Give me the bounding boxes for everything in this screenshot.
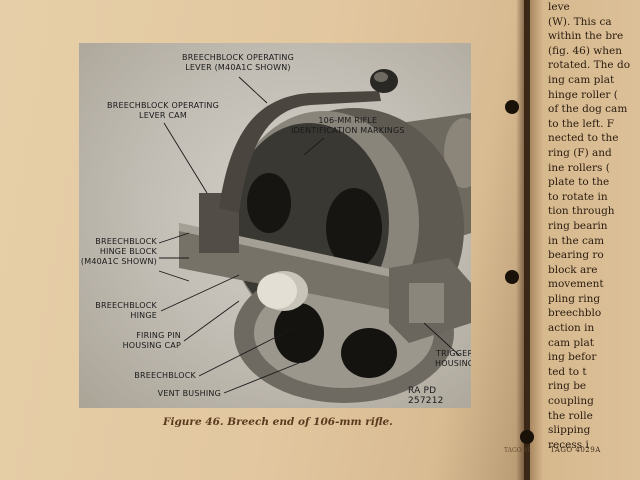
text-line: (W). This ca xyxy=(548,15,612,28)
right-page xyxy=(530,0,640,480)
text-line: recess i xyxy=(548,438,589,451)
text-line: coupling xyxy=(548,395,594,408)
rifle-breech-photo: BREECHBLOCK OPERATING LEVER (M40A1C SHOW… xyxy=(79,43,471,408)
text-line: to the left. F xyxy=(548,117,615,130)
rifle-breech-illustration xyxy=(158,69,471,403)
text-line: breechblo xyxy=(548,307,602,320)
text-line: ring (F) and xyxy=(548,146,612,159)
callout-breechblock: BREECHBLOCK xyxy=(134,371,196,380)
text-line: bearing ro xyxy=(548,249,604,262)
book-gutter xyxy=(516,0,532,480)
right-page-text: leve (W). This ca within the bre (fig. 4… xyxy=(548,0,640,452)
text-line: action in xyxy=(548,322,595,335)
callout-hinge-block: BREECHBLOCK HINGE BLOCK (M40A1C SHOWN) xyxy=(80,237,157,266)
callout-operating-lever: BREECHBLOCK OPERATING LEVER (M40A1C SHOW… xyxy=(182,53,294,72)
text-line: ted to t xyxy=(548,365,587,378)
text-line: hinge roller ( xyxy=(548,88,618,101)
callout-trigger-housing: TRIGGER HOUSING xyxy=(435,349,471,368)
text-line: within the bre xyxy=(548,30,624,43)
callout-operating-lever-cam: BREECHBLOCK OPERATING LEVER CAM xyxy=(107,101,219,120)
text-line: ing befor xyxy=(548,351,597,364)
figure-caption: Figure 46. Breech end of 106-mm rifle. xyxy=(163,416,393,428)
binder-hole xyxy=(505,100,519,114)
text-line: pling ring xyxy=(548,292,601,305)
text-line: cam plat xyxy=(548,336,594,349)
left-page: BREECHBLOCK OPERATING LEVER (M40A1C SHOW… xyxy=(0,0,531,480)
text-line: ine rollers ( xyxy=(548,161,610,174)
binder-hole xyxy=(520,430,534,444)
text-line: block are xyxy=(548,263,598,276)
text-line: nected to the xyxy=(548,132,619,145)
text-line: ing cam plat xyxy=(548,73,615,86)
text-line: to rotate in xyxy=(548,190,608,203)
text-line: (fig. 46) when xyxy=(548,44,623,57)
text-line: plate to the xyxy=(548,176,610,189)
text-line: movement xyxy=(548,278,604,291)
callout-identification-markings: 106-MM RIFLE IDENTIFICATION MARKINGS xyxy=(291,116,405,135)
text-line: of the dog cam xyxy=(548,103,628,116)
text-line: slipping xyxy=(548,424,591,437)
callout-vent-bushing: VENT BUSHING xyxy=(157,389,221,398)
photo-reference: RA PD 257212 xyxy=(408,386,444,406)
callout-firing-pin-cap: FIRING PIN HOUSING CAP xyxy=(122,331,181,350)
text-line: in the cam xyxy=(548,234,605,247)
text-line: the rolle xyxy=(548,409,593,422)
text-line: tion through xyxy=(548,205,615,218)
right-page-footer: TAGO 4029A xyxy=(550,446,601,454)
binder-hole xyxy=(505,270,519,284)
text-line: ring be xyxy=(548,380,587,393)
callout-hinge: BREECHBLOCK HINGE xyxy=(95,301,157,320)
text-line: rotated. The do xyxy=(548,59,631,72)
text-line: leve xyxy=(548,1,570,13)
text-line: ring bearin xyxy=(548,219,608,232)
